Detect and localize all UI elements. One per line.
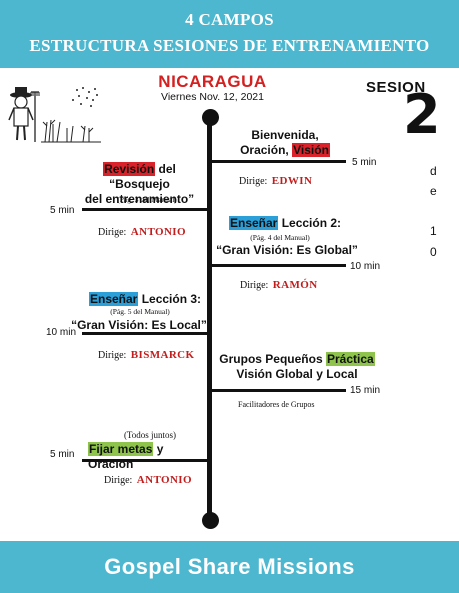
highlight-ensenar: Enseñar xyxy=(229,216,279,230)
highlight-revision: Revisión xyxy=(103,162,156,176)
block-4-leader: Dirige: BISMARCK xyxy=(98,349,195,361)
country-title: NICARAGUA xyxy=(158,72,267,91)
session-date: Viernes Nov. 12, 2021 xyxy=(161,91,264,103)
timeline-start-dot xyxy=(202,109,219,126)
session-number: 2 xyxy=(403,83,441,146)
highlight-practica: Práctica xyxy=(326,352,375,366)
block-3-reference: (Pág. 4 del Manual) xyxy=(250,233,310,242)
block-5-minutes: 15 min xyxy=(350,385,381,396)
block-4-reference: (Pág. 5 del Manual) xyxy=(110,307,170,316)
block-5-title: Grupos Pequeños Práctica Visión Global y… xyxy=(219,352,375,381)
block-1-minutes: 5 min xyxy=(352,157,377,168)
footer-banner: Gospel Share Missions xyxy=(0,541,459,593)
block-3-minutes: 10 min xyxy=(350,261,381,272)
highlight-vision: Visión xyxy=(292,143,330,157)
block-2-title: Revisión del “Bosquejo del entrenamiento… xyxy=(84,162,195,206)
session-of-char: d xyxy=(430,164,437,178)
block-6-leader: Dirige: ANTONIO xyxy=(104,474,192,486)
block-5-facilitators: Facilitadores de Grupos xyxy=(238,400,315,409)
block-5-branch xyxy=(212,389,346,392)
block-4-subtitle: “Gran Visión: Es Local” xyxy=(71,318,207,332)
block-1-title: Bienvenida, Oración, Visión xyxy=(240,128,330,157)
block-3-branch xyxy=(212,264,346,267)
block-2-minutes: 5 min xyxy=(50,205,75,216)
field-of-grain-icon xyxy=(41,119,101,143)
session-of-char: e xyxy=(430,184,437,198)
block-2-leader: Dirige: ANTONIO xyxy=(98,226,186,238)
session-of-char: 0 xyxy=(430,245,437,259)
session-label: SESION xyxy=(366,79,426,96)
block-1-leader: Dirige: EDWIN xyxy=(239,175,313,187)
block-6-title: Fijar metas y Oración xyxy=(88,442,164,471)
header-title-line1: 4 CAMPOS xyxy=(185,10,274,29)
timeline-end-dot xyxy=(202,512,219,529)
block-4-branch xyxy=(82,332,207,335)
block-3-subtitle: “Gran Visión: Es Global” xyxy=(216,243,358,257)
block-4-title: Enseñar Lección 3: xyxy=(89,292,202,306)
header-title-line2: ESTRUCTURA SESIONES DE ENTRENAMIENTO xyxy=(29,36,430,55)
highlight-fijar-metas: Fijar metas xyxy=(88,442,154,456)
block-3-leader: Dirige: RAMÓN xyxy=(240,279,318,291)
block-4-minutes: 10 min xyxy=(46,327,77,338)
block-3-title: Enseñar Lección 2: xyxy=(229,216,342,230)
block-1-branch xyxy=(212,160,346,163)
header-banner: 4 CAMPOS ESTRUCTURA SESIONES DE ENTRENAM… xyxy=(0,0,459,68)
farmer-with-rake-icon xyxy=(8,87,101,143)
block-6-minutes: 5 min xyxy=(50,449,75,460)
block-6-reference: (Todos juntos) xyxy=(123,430,177,440)
block-2-branch xyxy=(82,208,207,211)
highlight-ensenar: Enseñar xyxy=(89,292,139,306)
block-2-reference: (Pág. 3 del Manual) xyxy=(117,195,177,204)
timeline-trunk xyxy=(207,116,212,522)
block-6-branch xyxy=(82,459,207,462)
session-of-char: 1 xyxy=(430,224,437,238)
